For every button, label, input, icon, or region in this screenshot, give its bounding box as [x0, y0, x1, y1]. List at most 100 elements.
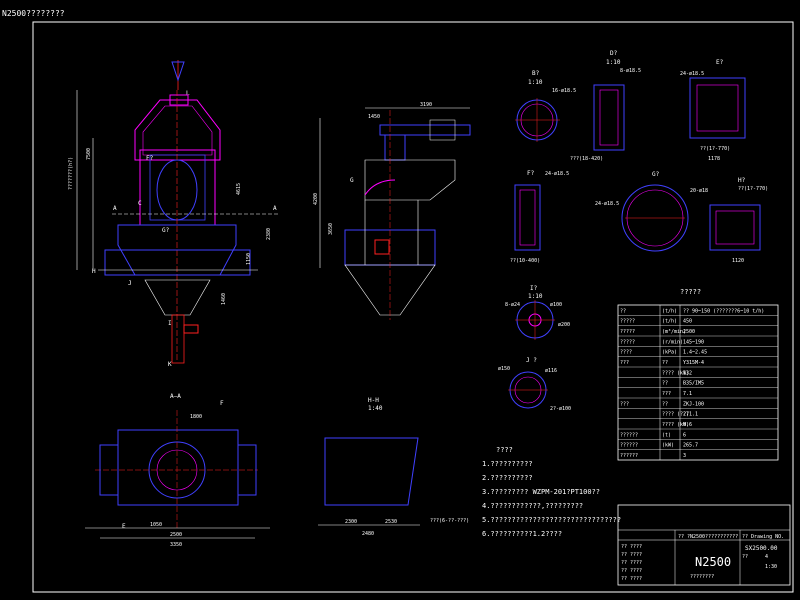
- dim-7500: 7500: [86, 148, 92, 160]
- dim-2380: 2380: [266, 228, 272, 240]
- detail-E: E? 24-ø18.5 ??(1?-770) 1178: [680, 59, 746, 162]
- mass-value: 4: [765, 554, 768, 560]
- section-HH-dim-a: 2300: [345, 519, 357, 525]
- table-cell: ??: [662, 360, 668, 366]
- table-cell: 271.1: [683, 412, 698, 418]
- label-A-right: A: [273, 205, 277, 212]
- main-elevation-view: ???????(h?) 7500 L A A C G? F? H J K I 4…: [68, 60, 280, 368]
- dim-3190: 3190: [420, 102, 432, 108]
- table-cell: 6: [683, 432, 686, 438]
- table-cell: ???: [620, 401, 629, 407]
- table-cell: ??: [662, 401, 668, 407]
- detail-J-note-c: 2?-ø100: [550, 406, 571, 412]
- section-HH: H-H 1:40 2300 2530 2480 ???(6-??-???): [318, 397, 469, 537]
- dim-3650: 3650: [328, 223, 334, 235]
- section-AA-dim-c: 2500: [170, 532, 182, 538]
- outer-frame: [32, 21, 794, 593]
- table-cell: 132: [683, 370, 692, 376]
- detail-G-note-b: 20-ø18: [690, 188, 708, 194]
- table-cell: ???? (??): [662, 412, 689, 418]
- table-cell: 265.7: [683, 443, 698, 449]
- section-HH-dim-b: 2530: [385, 519, 397, 525]
- detail-B-title: B?: [532, 70, 540, 77]
- section-AA-label-F: F: [220, 400, 224, 407]
- detail-E-dim-a: ??(1?-770): [700, 146, 730, 152]
- table-cell: (m³/min): [662, 329, 686, 335]
- table-cell: ?????: [620, 339, 635, 345]
- title-block-name: N2500???????????: [690, 534, 738, 540]
- table-cell: ??????: [620, 453, 638, 459]
- detail-B-note: 16-ø18.5: [552, 88, 576, 94]
- label-K: K: [168, 361, 172, 368]
- detail-H-dim: 1120: [732, 258, 744, 264]
- section-HH-note: ???(6-??-???): [430, 518, 469, 524]
- note-item: 4.????????????,?????????: [482, 502, 583, 510]
- section-HH-title: H-H: [368, 397, 379, 404]
- table-cell: ??: [662, 381, 668, 387]
- table-cell: (r/min): [662, 339, 683, 345]
- detail-J-note-b: ø116: [545, 368, 557, 374]
- section-AA-title: A—A: [170, 393, 181, 400]
- table-cell: ??????: [620, 443, 638, 449]
- dim-4200: 4200: [313, 193, 319, 205]
- table-cell: 2500: [683, 329, 695, 335]
- detail-G-note-a: 24-ø18.5: [595, 201, 619, 207]
- mass-label: ??: [742, 554, 748, 560]
- table-cell: (t/h): [662, 308, 677, 314]
- table-cell: ?????: [620, 329, 635, 335]
- note-item: 1.??????????: [482, 460, 533, 468]
- note-item: 5.???????????????????????????????: [482, 516, 621, 524]
- section-HH-scale: 1:40: [368, 405, 383, 412]
- table-cell: ZKJ-100: [683, 401, 704, 407]
- table-cell: 1.4~2.45: [683, 350, 707, 356]
- detail-I-note-a: 8-ø24: [505, 302, 520, 308]
- detail-F-dim: ??(10-400): [510, 258, 540, 264]
- detail-F-title: F?: [527, 170, 535, 177]
- title-block-row: ?? ????: [621, 568, 642, 574]
- label-F: F?: [146, 155, 154, 162]
- table-cell: 3: [683, 453, 686, 459]
- detail-I-note-c: ø200: [558, 322, 570, 328]
- table-cell: ???? (kW): [662, 422, 689, 428]
- note-item: 3.????????? WZPM-201?PT100??: [482, 488, 600, 496]
- drawing-number: SX2500.00: [745, 545, 778, 552]
- tech-table-title: ?????: [680, 288, 701, 296]
- table-cell: 145~190: [683, 339, 704, 345]
- table-cell: ???: [662, 391, 671, 397]
- title-block-row: ?? ????: [621, 552, 642, 558]
- detail-E-note: 24-ø18.5: [680, 71, 704, 77]
- label-J: J: [128, 280, 132, 287]
- detail-D-dim: ???(18-420): [570, 156, 603, 162]
- detail-G: G? 24-ø18.5 20-ø18: [595, 171, 708, 252]
- title-block-row: ?? ????: [621, 576, 642, 582]
- table-cell: (kPa): [662, 350, 677, 356]
- detail-F: F? 24-ø18.5 ??(10-400): [510, 170, 569, 264]
- scale-value: 1:30: [765, 564, 777, 570]
- label-H: H: [92, 268, 96, 275]
- detail-I-scale: 1:10: [528, 293, 543, 300]
- title-block-row: ?? ????: [621, 544, 642, 550]
- dim-total-height: ???????(h?): [68, 157, 74, 190]
- detail-D: D? 1:10 8-ø18.5 ???(18-420): [570, 50, 641, 162]
- table-cell: (t): [662, 432, 671, 438]
- section-AA-dim-d: 3350: [170, 542, 182, 548]
- detail-G-title: G?: [652, 171, 660, 178]
- window-title: N2500????????: [2, 9, 65, 18]
- detail-E-dim-b: 1178: [708, 156, 720, 162]
- note-item: 2.??????????: [482, 474, 533, 482]
- label-C: C: [138, 200, 142, 207]
- section-AA-label-E: E: [122, 523, 126, 530]
- product-subtitle: ????????: [690, 574, 714, 580]
- table-cell: (kW): [662, 443, 674, 449]
- section-AA: A—A 1800 1050 2500 3350 E F: [85, 393, 270, 548]
- detail-I: I? 1:10 8-ø24 ø100 ø200: [505, 285, 570, 340]
- note-item: 6.??????????1.2????: [482, 530, 562, 538]
- title-block-row: ?? ????: [621, 560, 642, 566]
- detail-J-note-a: ø150: [498, 366, 510, 372]
- detail-J-title: J ?: [526, 357, 537, 364]
- section-AA-dim-b: 1050: [150, 522, 162, 528]
- product-name: N2500: [695, 555, 731, 569]
- detail-F-note: 24-ø18.5: [545, 171, 569, 177]
- section-AA-dim-a: 1800: [190, 414, 202, 420]
